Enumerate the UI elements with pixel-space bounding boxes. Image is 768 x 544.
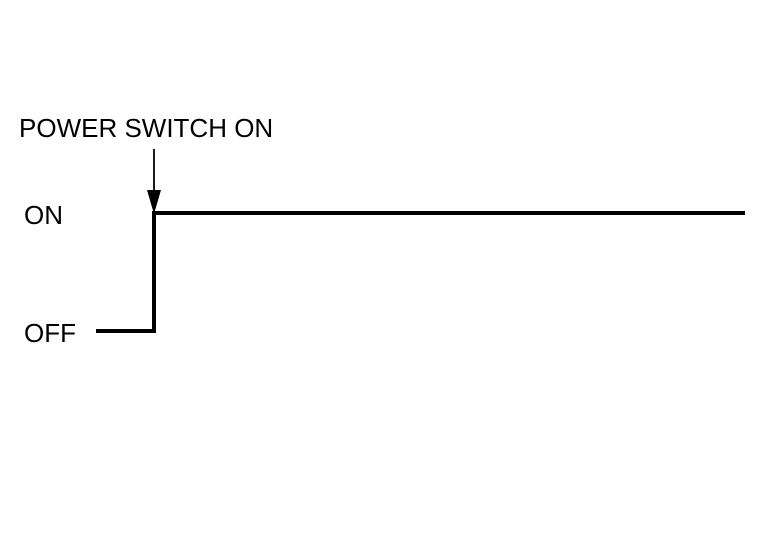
signal-waveform [96, 211, 745, 333]
event-label: POWER SWITCH ON [19, 113, 273, 143]
state-off-label: OFF [24, 318, 76, 348]
state-on-label: ON [24, 200, 63, 230]
event-arrow-head [147, 190, 161, 214]
